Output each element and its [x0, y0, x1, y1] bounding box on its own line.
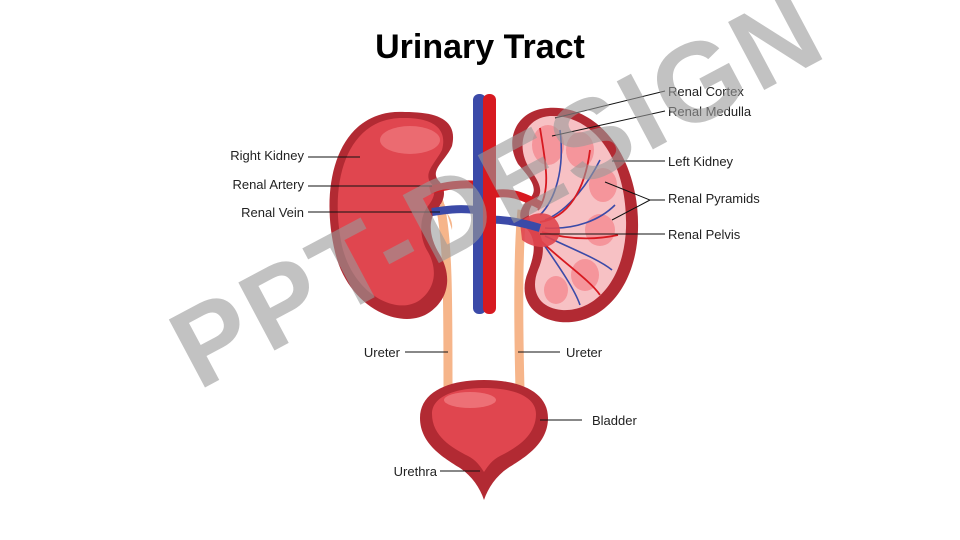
leader-lines — [308, 90, 666, 472]
label-ureter-left: Ureter — [364, 345, 401, 360]
label-renal-cortex: Renal Cortex — [668, 84, 744, 99]
label-ureter-right: Ureter — [566, 345, 603, 360]
left-kidney — [512, 107, 639, 323]
label-bladder: Bladder — [592, 413, 637, 428]
label-left-kidney: Left Kidney — [668, 154, 734, 169]
label-renal-pyramids: Renal Pyramids — [668, 191, 760, 206]
label-renal-artery: Renal Artery — [232, 177, 304, 192]
page-title: Urinary Tract — [375, 28, 585, 66]
label-urethra: Urethra — [394, 464, 438, 479]
aorta-vena-cava — [473, 94, 496, 314]
label-renal-vein: Renal Vein — [241, 205, 304, 220]
labels: Renal Cortex Renal Medulla Right Kidney … — [230, 84, 760, 479]
right-kidney — [329, 111, 454, 319]
label-renal-medulla: Renal Medulla — [668, 104, 752, 119]
label-renal-pelvis: Renal Pelvis — [668, 227, 741, 242]
bladder — [420, 380, 548, 500]
label-right-kidney: Right Kidney — [230, 148, 304, 163]
